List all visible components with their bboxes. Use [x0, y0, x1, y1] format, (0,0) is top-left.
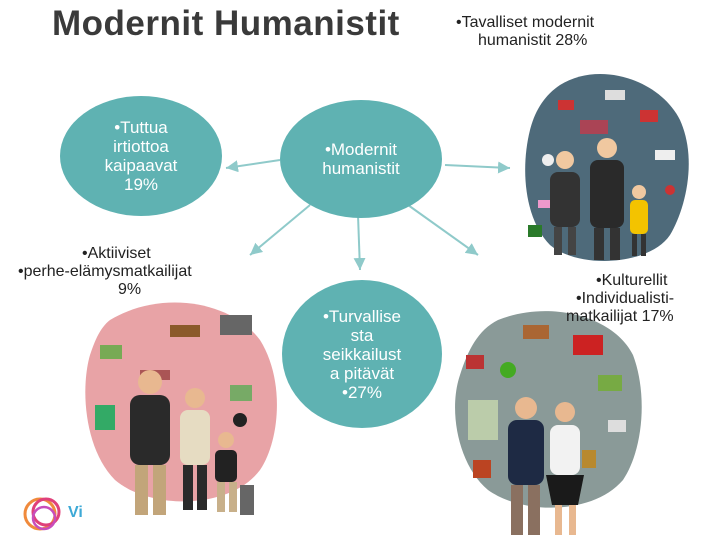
arrow-down-left [249, 204, 311, 256]
top-right-line-1: •Tavalliset modernit [456, 14, 595, 31]
bottom-right-line-1: •Kulturellit [596, 272, 668, 289]
bottom-left-illustration [80, 290, 280, 535]
logo-text: Vi [68, 504, 83, 521]
bottom-left-line-1: •Aktiiviset [82, 245, 151, 262]
arrow-down-right [407, 204, 479, 256]
left-ellipse: •Tuttua irtiottoa kaipaavat 19% [60, 96, 222, 216]
brand-logo: Vi [14, 488, 89, 538]
center-line-2: humanistit [322, 159, 400, 178]
bottom-right-line-3: matkailijat 17% [566, 308, 674, 325]
top-right-line-2: humanistit 28% [478, 32, 588, 49]
page-title: Modernit Humanistit [52, 4, 400, 43]
middle-line-4: a pitävät [329, 363, 395, 383]
center-ellipse: •Modernit humanistit [280, 100, 442, 218]
middle-ellipse: •Turvallise sta seikkailust a pitävät •2… [282, 280, 442, 428]
arrow-left [225, 159, 281, 173]
left-line-3: kaipaavat [104, 156, 178, 175]
bottom-right-illustration [448, 300, 648, 544]
left-line-1: •Tuttua [114, 118, 168, 137]
middle-line-5: •27% [342, 382, 382, 402]
left-line-4: 19% [123, 175, 159, 194]
bottom-left-line-2: •perhe-elämysmatkailijat [18, 263, 192, 280]
arrow-down [353, 214, 366, 271]
middle-line-1: •Turvallise [322, 306, 402, 326]
segment-bottom-left-label: •Aktiiviset •perhe-elämysmatkailijat 9% [18, 245, 192, 299]
center-line-1: •Modernit [324, 140, 398, 159]
left-line-2: irtiottoa [113, 137, 169, 156]
segment-bottom-right-label: •Kulturellit •Individualisti- matkailija… [566, 272, 674, 326]
bottom-left-line-3: 9% [118, 281, 142, 298]
bottom-right-line-2: •Individualisti- [576, 290, 675, 307]
middle-line-3: seikkailust [322, 344, 402, 364]
segment-top-right-label: •Tavalliset modernit humanistit 28% [456, 14, 594, 50]
arrow-right [444, 161, 511, 174]
middle-line-2: sta [350, 325, 374, 345]
top-right-illustration [520, 60, 695, 275]
